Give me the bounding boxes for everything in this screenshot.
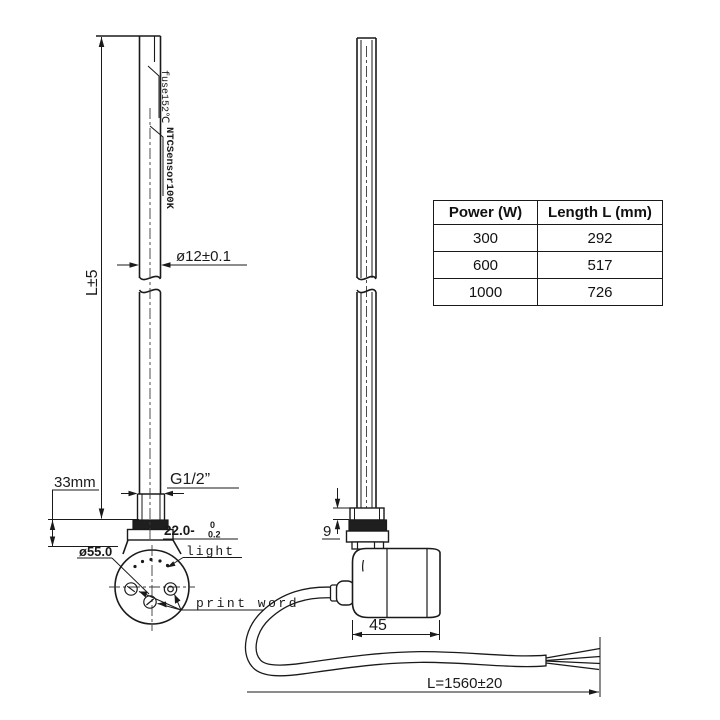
power-value: 600: [433, 251, 538, 279]
knurled-ring-right: [348, 519, 388, 532]
centerlines: [109, 46, 367, 631]
length-value: 517: [537, 251, 663, 279]
screw-marking-left: [124, 582, 138, 596]
head-diameter-label: ø55.0: [79, 544, 112, 559]
hex-width-lower-tol: 0.2: [208, 530, 221, 540]
length-value: 292: [537, 224, 663, 252]
indicator-dots: [133, 557, 170, 569]
dim-55-leader: [111, 557, 150, 595]
length-tolerance-label: L±5: [84, 269, 101, 296]
pipe-break-lower-right: [356, 288, 377, 294]
power-cable: [244, 586, 601, 677]
fuse-leader: [147, 65, 160, 118]
table-header-row: Power (W) Length L (mm): [433, 200, 663, 225]
power-value: 1000: [433, 278, 538, 306]
stripped-wires: [545, 647, 601, 671]
hex-width-upper-tol: 0: [210, 520, 215, 530]
hex-width-label: 22.0-: [164, 523, 195, 538]
table-row: 1000 726: [433, 278, 663, 306]
housing-slot: [362, 559, 365, 572]
right-view-side: [329, 37, 441, 619]
thread-section-right: [349, 507, 385, 521]
table-row: 600 517: [433, 251, 663, 279]
thread-section-left: [136, 493, 166, 520]
fuse-label: fuse152℃: [158, 70, 170, 123]
cable-length-label: L=1560±20: [427, 675, 502, 692]
power-value: 300: [433, 224, 538, 252]
ntc-sensor-label: NTCSensor100K: [163, 127, 175, 210]
head-width-label: 45: [369, 617, 387, 634]
pipe-break-upper-right: [356, 275, 377, 281]
collar-right: [345, 530, 390, 543]
power-length-table: Power (W) Length L (mm) 300 292 600 517 …: [433, 200, 663, 306]
knurled-ring-left: [132, 519, 169, 531]
cable-core: [246, 587, 547, 676]
thread-size-label: G1/2”: [170, 471, 210, 488]
table-row: 300 292: [433, 224, 663, 252]
print-word-label: print word: [196, 596, 299, 611]
table-header-power: Power (W): [433, 200, 538, 225]
offset-33mm-label: 33mm: [54, 474, 96, 491]
length-value: 726: [537, 278, 663, 306]
thread-exposed-label: 9: [323, 523, 331, 540]
arrowheads: [49, 37, 599, 695]
table-header-length: Length L (mm): [537, 200, 663, 225]
led-indicator-marking: [163, 582, 178, 596]
ntc-leader: [149, 125, 164, 196]
head-housing-side: [351, 547, 441, 619]
rod-diameter-label: ø12±0.1: [176, 248, 231, 265]
head-face-details: [124, 557, 178, 609]
light-label: light: [186, 544, 235, 559]
